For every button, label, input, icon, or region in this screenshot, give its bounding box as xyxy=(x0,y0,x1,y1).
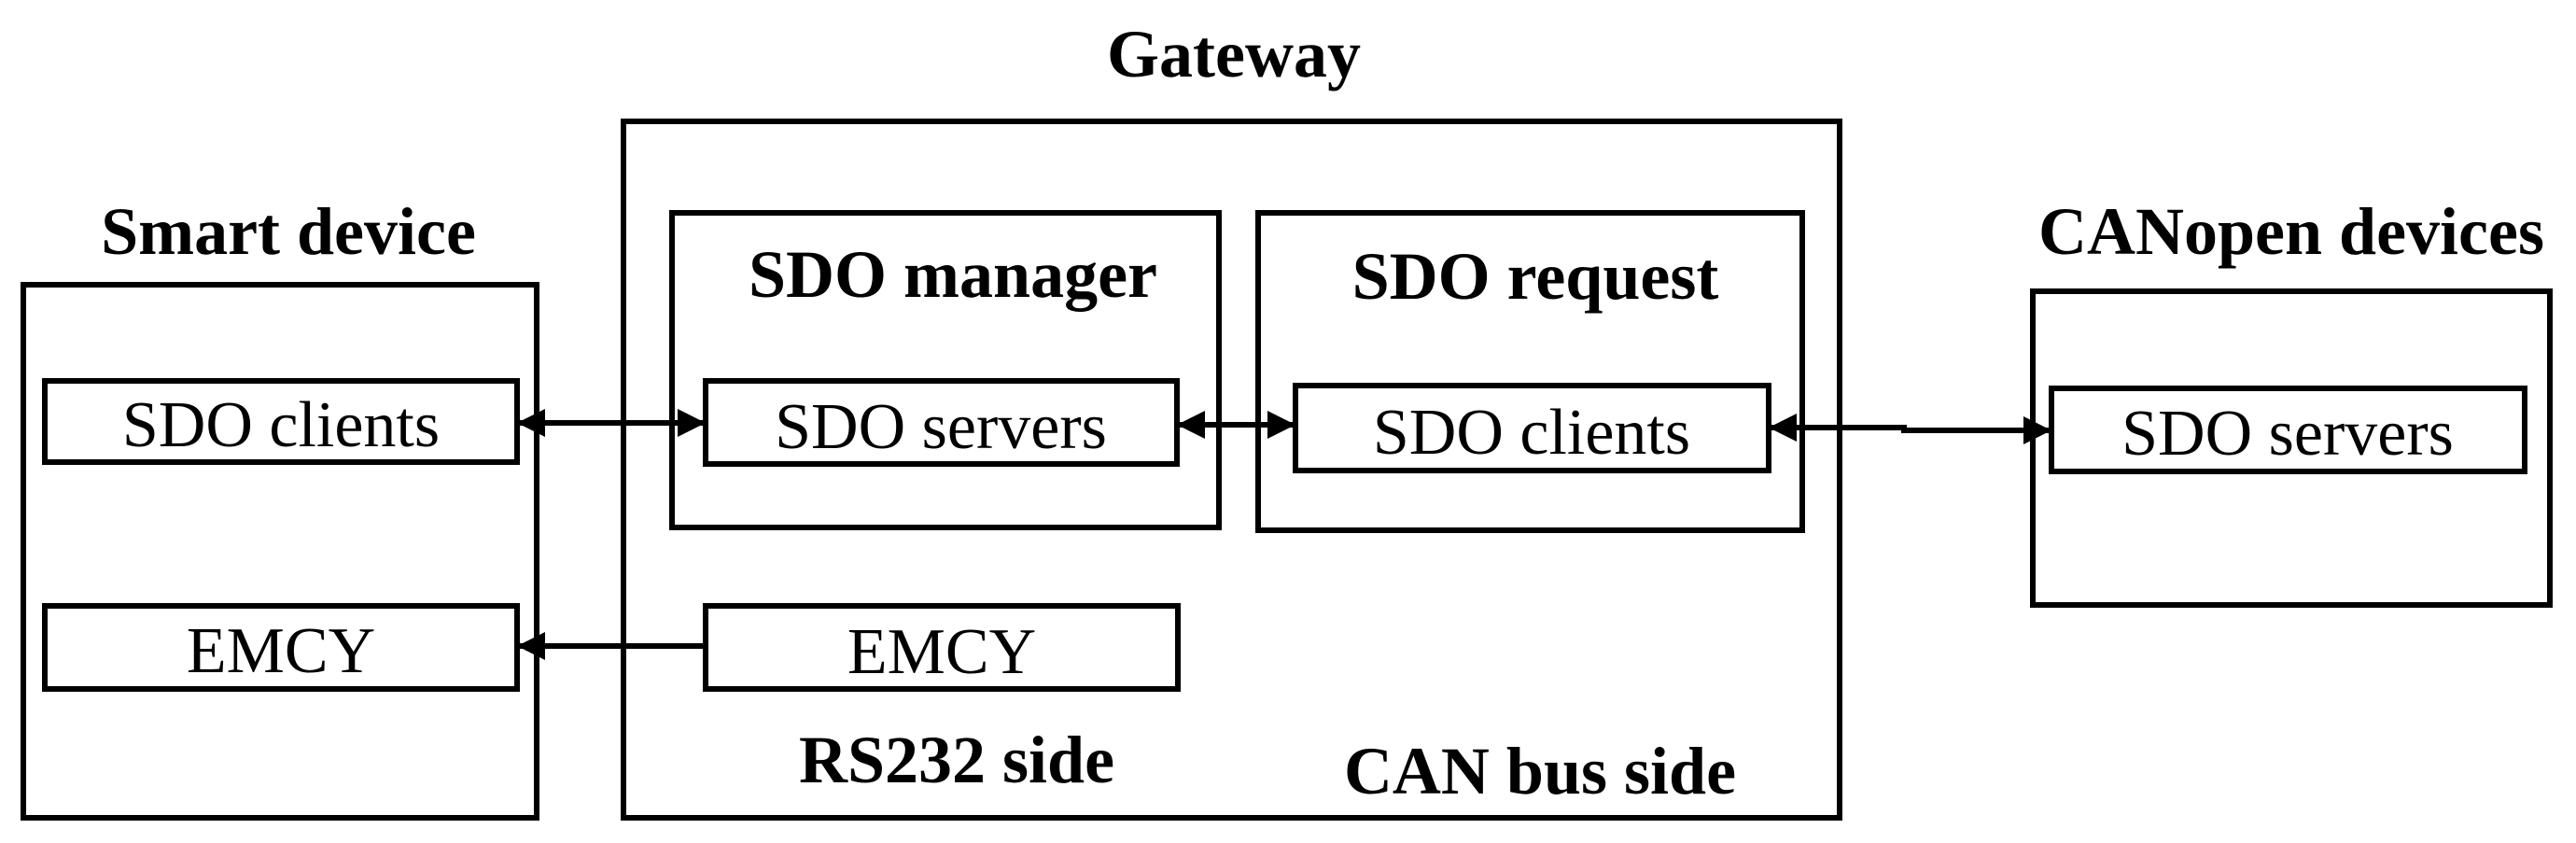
canopen-sdo-servers-label: SDO servers xyxy=(2121,398,2454,470)
smart-device-title: Smart device xyxy=(101,194,476,269)
can-bus-side-label: CAN bus side xyxy=(1344,734,1736,808)
sdo-request-title: SDO request xyxy=(1352,239,1719,314)
smart-device-emcy-label: EMCY xyxy=(187,615,375,687)
sdo-manager-box xyxy=(669,210,1222,530)
canopen-sdo-servers-box xyxy=(2049,386,2527,474)
gateway-emcy-label: EMCY xyxy=(847,616,1036,688)
gateway-sdo-servers-label: SDO servers xyxy=(775,391,1107,463)
request-to-canopen-arrow xyxy=(1769,414,2051,444)
canopen-devices-box xyxy=(2030,288,2553,608)
gateway-box xyxy=(621,119,1842,821)
gateway-title: Gateway xyxy=(1107,17,1361,91)
sdo-request-box xyxy=(1255,210,1805,533)
canopen-devices-title: CANopen devices xyxy=(2038,194,2544,269)
smart-device-sdo-clients-label: SDO clients xyxy=(122,389,440,461)
smart-device-box xyxy=(21,282,539,821)
sdo-manager-title: SDO manager xyxy=(749,237,1157,312)
gateway-sdo-clients-label: SDO clients xyxy=(1373,397,1690,469)
rs232-side-label: RS232 side xyxy=(799,723,1114,797)
